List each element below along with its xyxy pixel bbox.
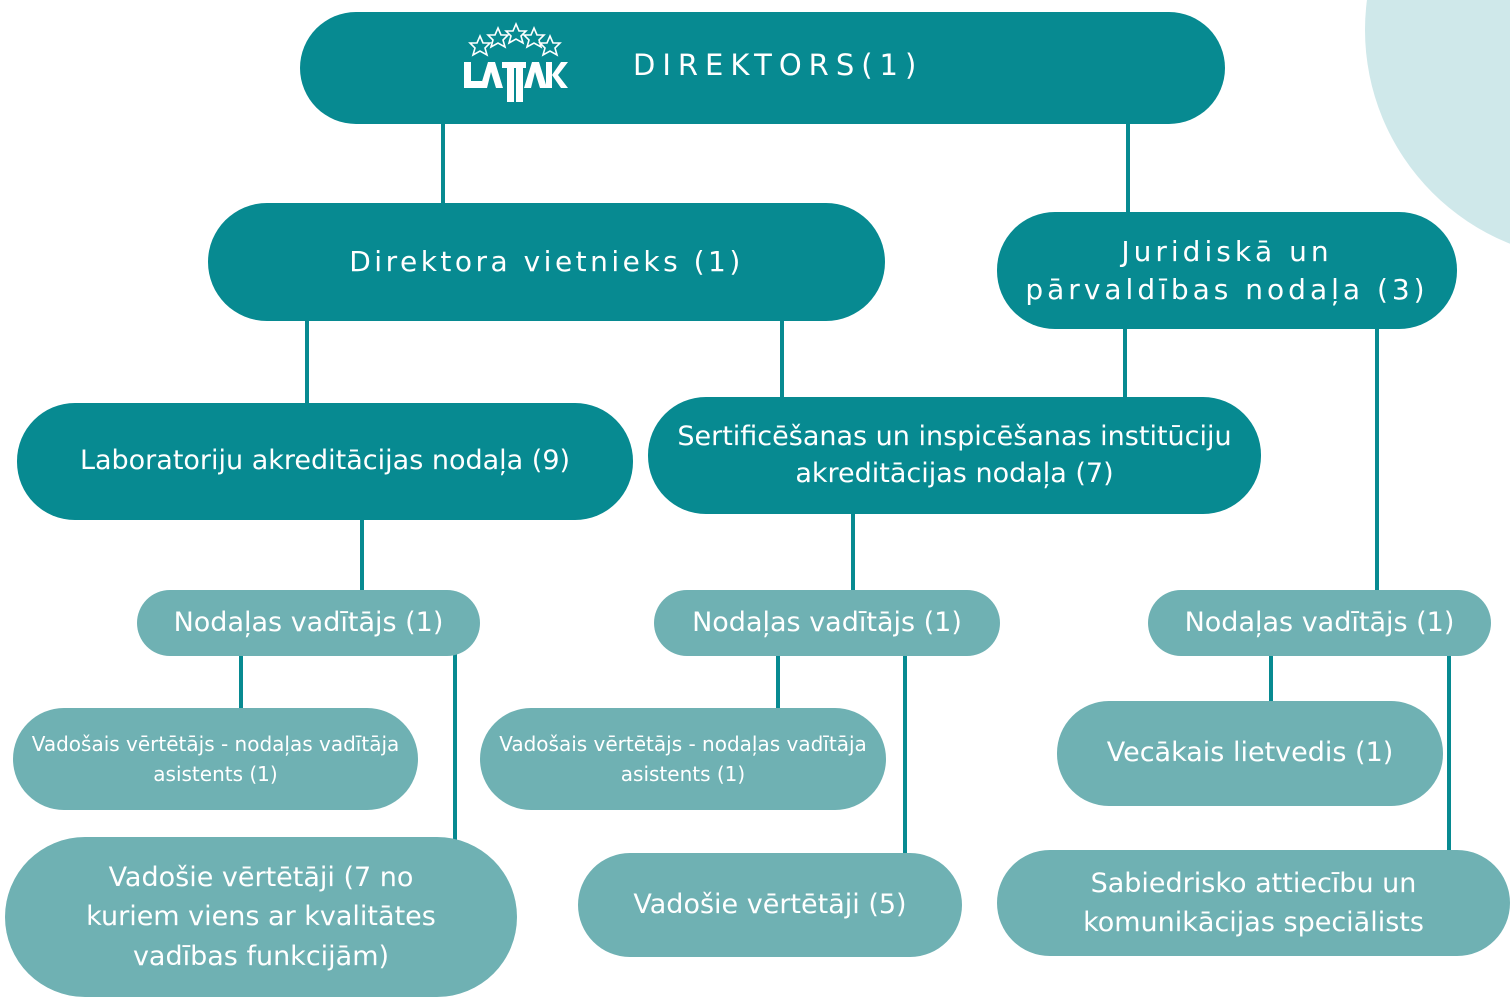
- senior-clerk-node: Vecākais lietvedis (1): [1057, 701, 1443, 806]
- legal-department-node: Juridiskā un pārvaldības nodaļa (3): [997, 212, 1457, 329]
- latak-logo: [464, 22, 568, 102]
- director-label: DIREKTORS(1): [633, 48, 924, 82]
- lab-lead-assessors-node: Vadošie vērtētāji (7 no kuriem viens ar …: [5, 837, 517, 997]
- director-node: [300, 12, 1225, 124]
- legal-department-head-node: Nodaļas vadītājs (1): [1148, 590, 1491, 656]
- cert-lead-assessors-node: Vadošie vērtētāji (5): [578, 853, 962, 957]
- deputy-director-node: Direktora vietnieks (1): [208, 203, 885, 321]
- cert-assistant-node: Vadošais vērtētājs - nodaļas vadītāja as…: [480, 708, 886, 810]
- lab-accreditation-node: Laboratoriju akreditācijas nodaļa (9): [17, 403, 633, 520]
- lab-assistant-node: Vadošais vērtētājs - nodaļas vadītāja as…: [13, 708, 418, 810]
- cert-department-head-node: Nodaļas vadītājs (1): [654, 590, 1000, 656]
- lab-department-head-node: Nodaļas vadītājs (1): [137, 590, 480, 656]
- pr-specialist-node: Sabiedrisko attiecību un komunikācijas s…: [997, 850, 1510, 956]
- cert-accreditation-node: Sertificēšanas un inspicēšanas institūci…: [648, 397, 1261, 514]
